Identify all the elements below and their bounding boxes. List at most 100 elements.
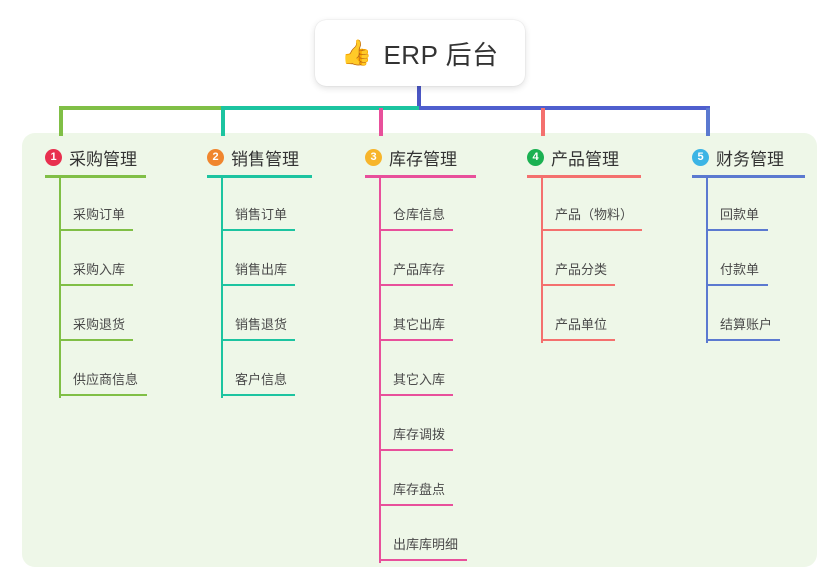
list-item-underline [59,339,133,341]
list-item[interactable]: 其它入库 [365,343,476,398]
column-badge-icon: 3 [365,148,382,166]
list-item-underline [379,284,453,286]
column-badge-icon: 1 [45,148,62,166]
column-2: 2 销售管理销售订单销售出库销售退货客户信息 [207,145,312,398]
list-item[interactable]: 出库库明细 [365,508,476,563]
list-item[interactable]: 客户信息 [207,343,312,398]
list-item[interactable]: 库存调拨 [365,398,476,453]
list-item[interactable]: 采购退货 [45,288,146,343]
list-item-underline [221,229,295,231]
column-header-5[interactable]: 5 财务管理 [692,145,805,169]
column-header-2[interactable]: 2 销售管理 [207,145,312,169]
list-item[interactable]: 回款单 [692,178,805,233]
list-item-underline [379,504,453,506]
list-item-underline [706,339,780,341]
diagram-panel [22,133,817,567]
list-item-label: 库存调拨 [393,427,446,442]
list-item-label: 采购入库 [73,262,126,277]
list-item[interactable]: 产品库存 [365,233,476,288]
list-item-label: 仓库信息 [393,207,446,222]
column-underline [527,175,641,178]
list-item[interactable]: 其它出库 [365,288,476,343]
list-item[interactable]: 产品分类 [527,233,641,288]
list-item-underline [59,229,133,231]
bus-segment-3 [419,106,710,110]
list-item-underline [541,284,615,286]
list-item-label: 库存盘点 [393,482,446,497]
list-item[interactable]: 库存盘点 [365,453,476,508]
root-title: ERP 后台 [383,39,499,70]
list-item[interactable]: 销售退货 [207,288,312,343]
list-item-underline [379,229,453,231]
list-item-label: 采购订单 [73,207,126,222]
column-title: 财务管理 [716,149,784,169]
list-item[interactable]: 产品（物料） [527,178,642,233]
column-spine [541,178,543,343]
list-item-label: 销售订单 [235,207,288,222]
list-item-label: 销售退货 [235,317,288,332]
list-item-underline [379,339,453,341]
list-item[interactable]: 销售订单 [207,178,312,233]
column-items: 回款单付款单结算账户 [692,178,805,343]
column-3: 3 库存管理仓库信息产品库存其它出库其它入库库存调拨库存盘点出库库明细 [365,145,476,563]
column-header-1[interactable]: 1 采购管理 [45,145,146,169]
column-header-3[interactable]: 3 库存管理 [365,145,476,169]
list-item-label: 出库库明细 [393,537,459,552]
list-item[interactable]: 采购入库 [45,233,146,288]
list-item-label: 销售出库 [235,262,288,277]
list-item-label: 产品（物料） [555,207,634,222]
root-node[interactable]: 👍 ERP 后台 [315,20,525,86]
list-item[interactable]: 付款单 [692,233,805,288]
list-item-underline [706,229,768,231]
column-items: 仓库信息产品库存其它出库其它入库库存调拨库存盘点出库库明细 [365,178,476,563]
root-stem-line [417,86,421,110]
column-items: 采购订单采购入库采购退货供应商信息 [45,178,147,398]
list-item-underline [706,284,768,286]
list-item[interactable]: 仓库信息 [365,178,476,233]
column-stub-3 [379,108,383,136]
column-title: 库存管理 [389,149,457,169]
column-5: 5 财务管理回款单付款单结算账户 [692,145,805,343]
list-item-label: 采购退货 [73,317,126,332]
list-item-underline [541,229,642,231]
list-item-label: 供应商信息 [73,372,139,387]
list-item[interactable]: 供应商信息 [45,343,147,398]
list-item-underline [221,394,295,396]
list-item-underline [59,284,133,286]
list-item[interactable]: 采购订单 [45,178,146,233]
column-stub-4 [541,108,545,136]
column-underline [692,175,805,178]
list-item-label: 客户信息 [235,372,288,387]
column-underline [207,175,312,178]
list-item-label: 其它入库 [393,372,446,387]
list-item[interactable]: 结算账户 [692,288,805,343]
bus-segment-1 [59,106,223,110]
column-spine [59,178,61,398]
column-stub-1 [59,108,63,136]
list-item-underline [541,339,615,341]
list-item-underline [221,284,295,286]
list-item-label: 产品分类 [555,262,608,277]
column-title: 产品管理 [551,149,619,169]
column-spine [379,178,381,563]
list-item[interactable]: 产品单位 [527,288,641,343]
column-title: 采购管理 [69,149,137,169]
list-item-underline [379,449,453,451]
column-1: 1 采购管理采购订单采购入库采购退货供应商信息 [45,145,147,398]
list-item-label: 产品库存 [393,262,446,277]
column-items: 销售订单销售出库销售退货客户信息 [207,178,312,398]
list-item-underline [59,394,147,396]
column-badge-icon: 2 [207,148,224,166]
list-item-label: 其它出库 [393,317,446,332]
column-items: 产品（物料） 产品分类产品单位 [527,178,642,343]
thumbs-up-icon: 👍 [341,38,373,67]
list-item[interactable]: 销售出库 [207,233,312,288]
column-stub-5 [706,108,710,136]
column-badge-icon: 5 [692,148,709,166]
list-item-label: 产品单位 [555,317,608,332]
column-title: 销售管理 [231,149,299,169]
list-item-underline [221,339,295,341]
column-underline [45,175,146,178]
